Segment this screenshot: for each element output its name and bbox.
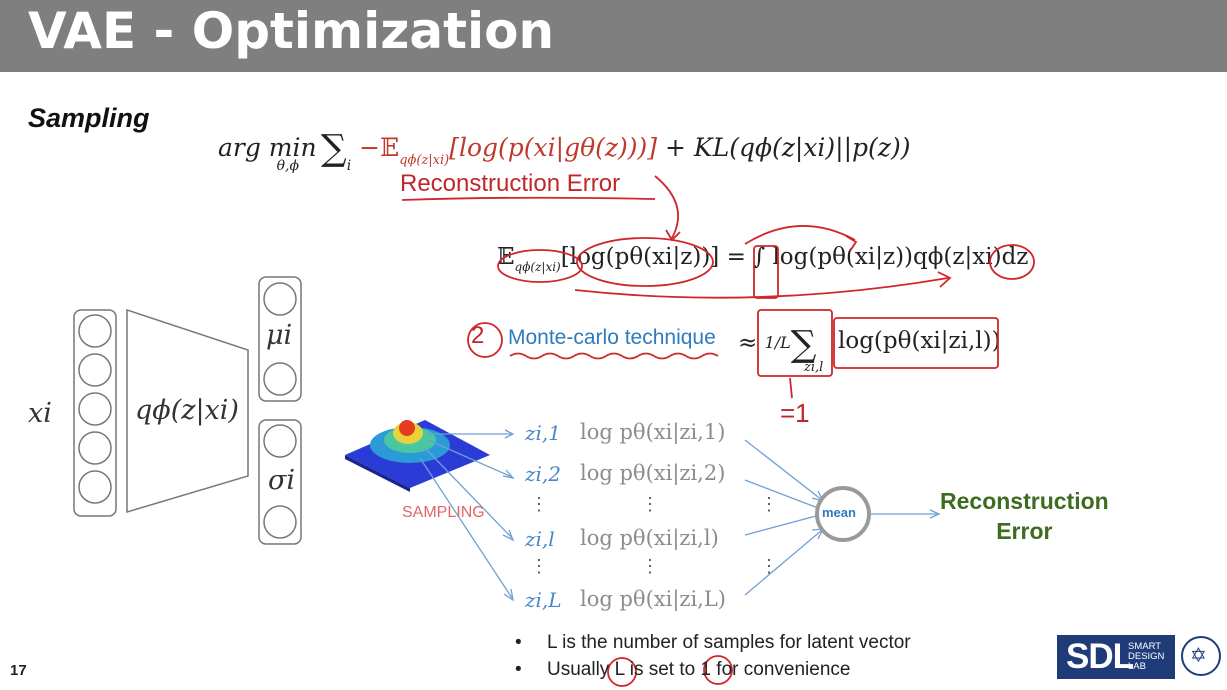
bullet-item: • L is the number of samples for latent v… [515, 632, 911, 654]
argmin-under: θ,ϕ [276, 158, 300, 174]
sample-z-L: zi,L [525, 588, 562, 612]
seal-star-icon: ✡ [1190, 645, 1207, 667]
input-layer [73, 309, 117, 517]
sample-z-2: zi,2 [525, 462, 562, 486]
logo-word: SMART [1128, 641, 1162, 652]
vdots-5: ⋮ [641, 556, 659, 576]
approx-symbol: ≈ [738, 330, 758, 356]
recon-output-line1: Reconstruction [940, 488, 1109, 514]
sum-index: i [346, 158, 352, 174]
underline-recon [401, 196, 656, 201]
bullet-item: • Usually L is set to 1 for convenience [515, 659, 911, 681]
logo-word: DESIGN [1128, 651, 1165, 662]
bullet-text: L is the number of samples for latent ve… [547, 632, 911, 653]
encoder-trapezoid [126, 308, 249, 514]
circle-log [576, 237, 714, 287]
sum-symbol: ∑ [321, 128, 347, 169]
logo-text: SDL [1066, 637, 1134, 676]
vdots-2: ⋮ [641, 494, 659, 514]
box-integral [753, 245, 779, 299]
arrow-recon-to-expect [654, 175, 680, 239]
circle-L [607, 657, 637, 687]
mean-label: mean [822, 505, 856, 520]
mu-label: μi [266, 320, 293, 351]
expectation-body: [log(p(xi|gθ(z)))] [449, 133, 658, 162]
mean-node [815, 486, 871, 542]
page-number: 17 [10, 662, 27, 679]
gaussian-plot [345, 420, 490, 492]
recon-output-line2: Error [996, 518, 1053, 544]
bullet-mark: • [515, 632, 522, 653]
argmin-text: arg min [218, 133, 317, 162]
expectation-integral: 𝔼qϕ(z|xi)[log(pθ(xi|z))] = ∫ log(pθ(xi|z… [497, 244, 1029, 274]
arrow-curve [574, 277, 949, 299]
kl-term: + KL(qϕ(z|xi)||p(z)) [665, 133, 911, 162]
bullet-text: Usually L is set to 1 for convenience [547, 659, 851, 680]
expect-sub: qϕ(z|xi) [514, 260, 561, 274]
box-fraction [757, 309, 833, 377]
sample-z-l: zi,l [525, 527, 555, 551]
vdots-3: ⋮ [760, 494, 778, 514]
vdots-4: ⋮ [530, 556, 548, 576]
expect-body: [log(pθ(xi|z))] = ∫ log(pθ(xi|z))qϕ(z|xi… [560, 244, 1029, 270]
sample-z-1: zi,1 [525, 421, 562, 445]
logo-word: LAB [1128, 661, 1146, 672]
monte-carlo-label: Monte-carlo technique [508, 326, 716, 349]
approximation: ≈ 1/L∑ [738, 318, 817, 365]
slide-title: VAE - Optimization [28, 2, 555, 60]
approx-log-term: log(pθ(xi|zi,l)) [838, 328, 1001, 354]
university-seal-icon [1181, 636, 1221, 676]
sigma-label: σi [268, 465, 296, 496]
mu-layer [258, 276, 302, 402]
sigma-layer [258, 419, 302, 545]
objective-formula: arg minθ,ϕ ∑i −𝔼qϕ(z|xi)[log(p(xi|gθ(z)))… [218, 124, 911, 174]
box-log-term [833, 317, 999, 369]
arrow-down [789, 377, 793, 399]
input-x-label: xi [28, 398, 52, 429]
vdots-6: ⋮ [760, 556, 778, 576]
bullet-list: • L is the number of samples for latent v… [515, 632, 911, 686]
section-heading: Sampling [28, 103, 150, 133]
logo-subtext: SMART DESIGN LAB [1128, 642, 1164, 672]
reconstruction-error-label: Reconstruction Error [400, 170, 621, 197]
circle-expect [497, 249, 583, 283]
vdots-1: ⋮ [530, 494, 548, 514]
equals-one-note: =1 [780, 398, 810, 428]
bullet-mark: • [515, 659, 522, 680]
approx-sum-index: zi,l [804, 360, 824, 375]
wavy-underline [509, 352, 719, 360]
sample-log-l: log pθ(xi|zi,l) [580, 526, 719, 550]
circle-step [467, 322, 503, 358]
lab-logo [1057, 635, 1175, 679]
sample-log-L: log pθ(xi|zi,L) [580, 587, 726, 611]
circle-1 [703, 655, 733, 685]
title-bar: VAE - Optimization [0, 0, 1227, 72]
sample-log-1: log pθ(xi|zi,1) [580, 420, 726, 444]
reconstruction-error-output: Reconstruction Error [940, 486, 1109, 546]
expectation-subscript: qϕ(z|xi) [399, 153, 450, 168]
expectation-symbol: −𝔼 [359, 133, 400, 162]
approx-sum: ∑ [790, 324, 817, 365]
approx-fraction: 1/L [764, 333, 791, 352]
sampling-label: SAMPLING [402, 504, 485, 521]
sample-log-2: log pθ(xi|zi,2) [580, 461, 726, 485]
circle-dz [989, 244, 1035, 280]
step-number: 2 [471, 322, 485, 349]
encoder-label: qϕ(z|xi) [135, 395, 239, 426]
arrow-over-integral [744, 225, 856, 245]
